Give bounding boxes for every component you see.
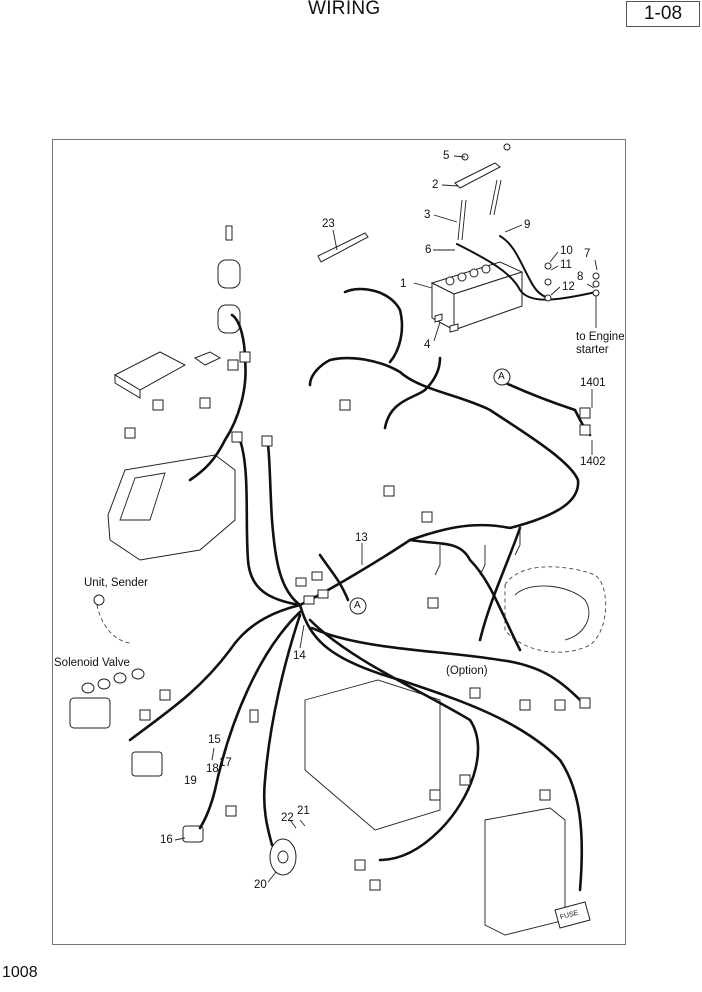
- harness-clips: [434, 525, 521, 576]
- callout-5: 5: [443, 150, 450, 162]
- callout-1401: 1401: [580, 377, 606, 389]
- callout-14: 14: [293, 650, 306, 662]
- callout-4: 4: [424, 339, 431, 351]
- callout-16: 16: [160, 834, 173, 846]
- connector-a-marker: [493, 368, 511, 386]
- callout-20: 20: [254, 879, 267, 891]
- solenoid-valve-label: Solenoid Valve: [54, 657, 130, 669]
- frame-plate-part: [304, 679, 566, 936]
- callout-22: 22: [281, 812, 294, 824]
- harness-connectors: [124, 351, 591, 891]
- callout-19: 19: [184, 775, 197, 787]
- page-number: 1008: [2, 964, 38, 981]
- engine-starter-label-line2: starter: [576, 344, 609, 356]
- battery-part: [430, 261, 524, 333]
- lamp-part: [182, 825, 204, 843]
- page-code-box: 1-08: [626, 1, 700, 27]
- callout-8: 8: [577, 271, 584, 283]
- connector-a-label: A: [498, 371, 505, 382]
- cable-tie-part: [317, 232, 369, 263]
- callout-2: 2: [432, 179, 439, 191]
- callout-9: 9: [524, 219, 531, 231]
- callout-6: 6: [425, 244, 432, 256]
- relay-part: [131, 751, 163, 777]
- callout-10: 10: [560, 245, 573, 257]
- diagram-frame: [52, 139, 626, 945]
- engine-part: [504, 566, 607, 653]
- battery-holddown-part: [454, 143, 511, 241]
- callout-12: 12: [562, 281, 575, 293]
- option-label: (Option): [446, 665, 488, 677]
- unit-sender-part: [93, 594, 131, 644]
- callout-15: 15: [208, 734, 221, 746]
- connector-a-label: A: [354, 600, 361, 611]
- monitor-panel-part: [113, 351, 222, 399]
- horn-part: [269, 838, 297, 876]
- key-switch-part: [217, 225, 241, 334]
- callout-3: 3: [424, 209, 431, 221]
- callout-11: 11: [560, 259, 572, 271]
- callout-1402: 1402: [580, 456, 606, 468]
- callout-17: 17: [219, 757, 232, 769]
- engine-starter-label-line1: to Engine: [576, 331, 625, 343]
- callout-13: 13: [355, 532, 368, 544]
- connector-a-marker: [349, 597, 367, 615]
- callout-18: 18: [206, 763, 219, 775]
- callout-23: 23: [322, 218, 335, 230]
- unit-sender-label: Unit, Sender: [84, 577, 148, 589]
- solenoid-valve-part: [69, 668, 145, 729]
- callout-21: 21: [297, 805, 310, 817]
- callout-1: 1: [400, 278, 407, 290]
- callout-7: 7: [584, 248, 591, 260]
- page-title: WIRING: [308, 0, 381, 19]
- console-part: [107, 454, 236, 561]
- fuse-box-part: [554, 901, 591, 929]
